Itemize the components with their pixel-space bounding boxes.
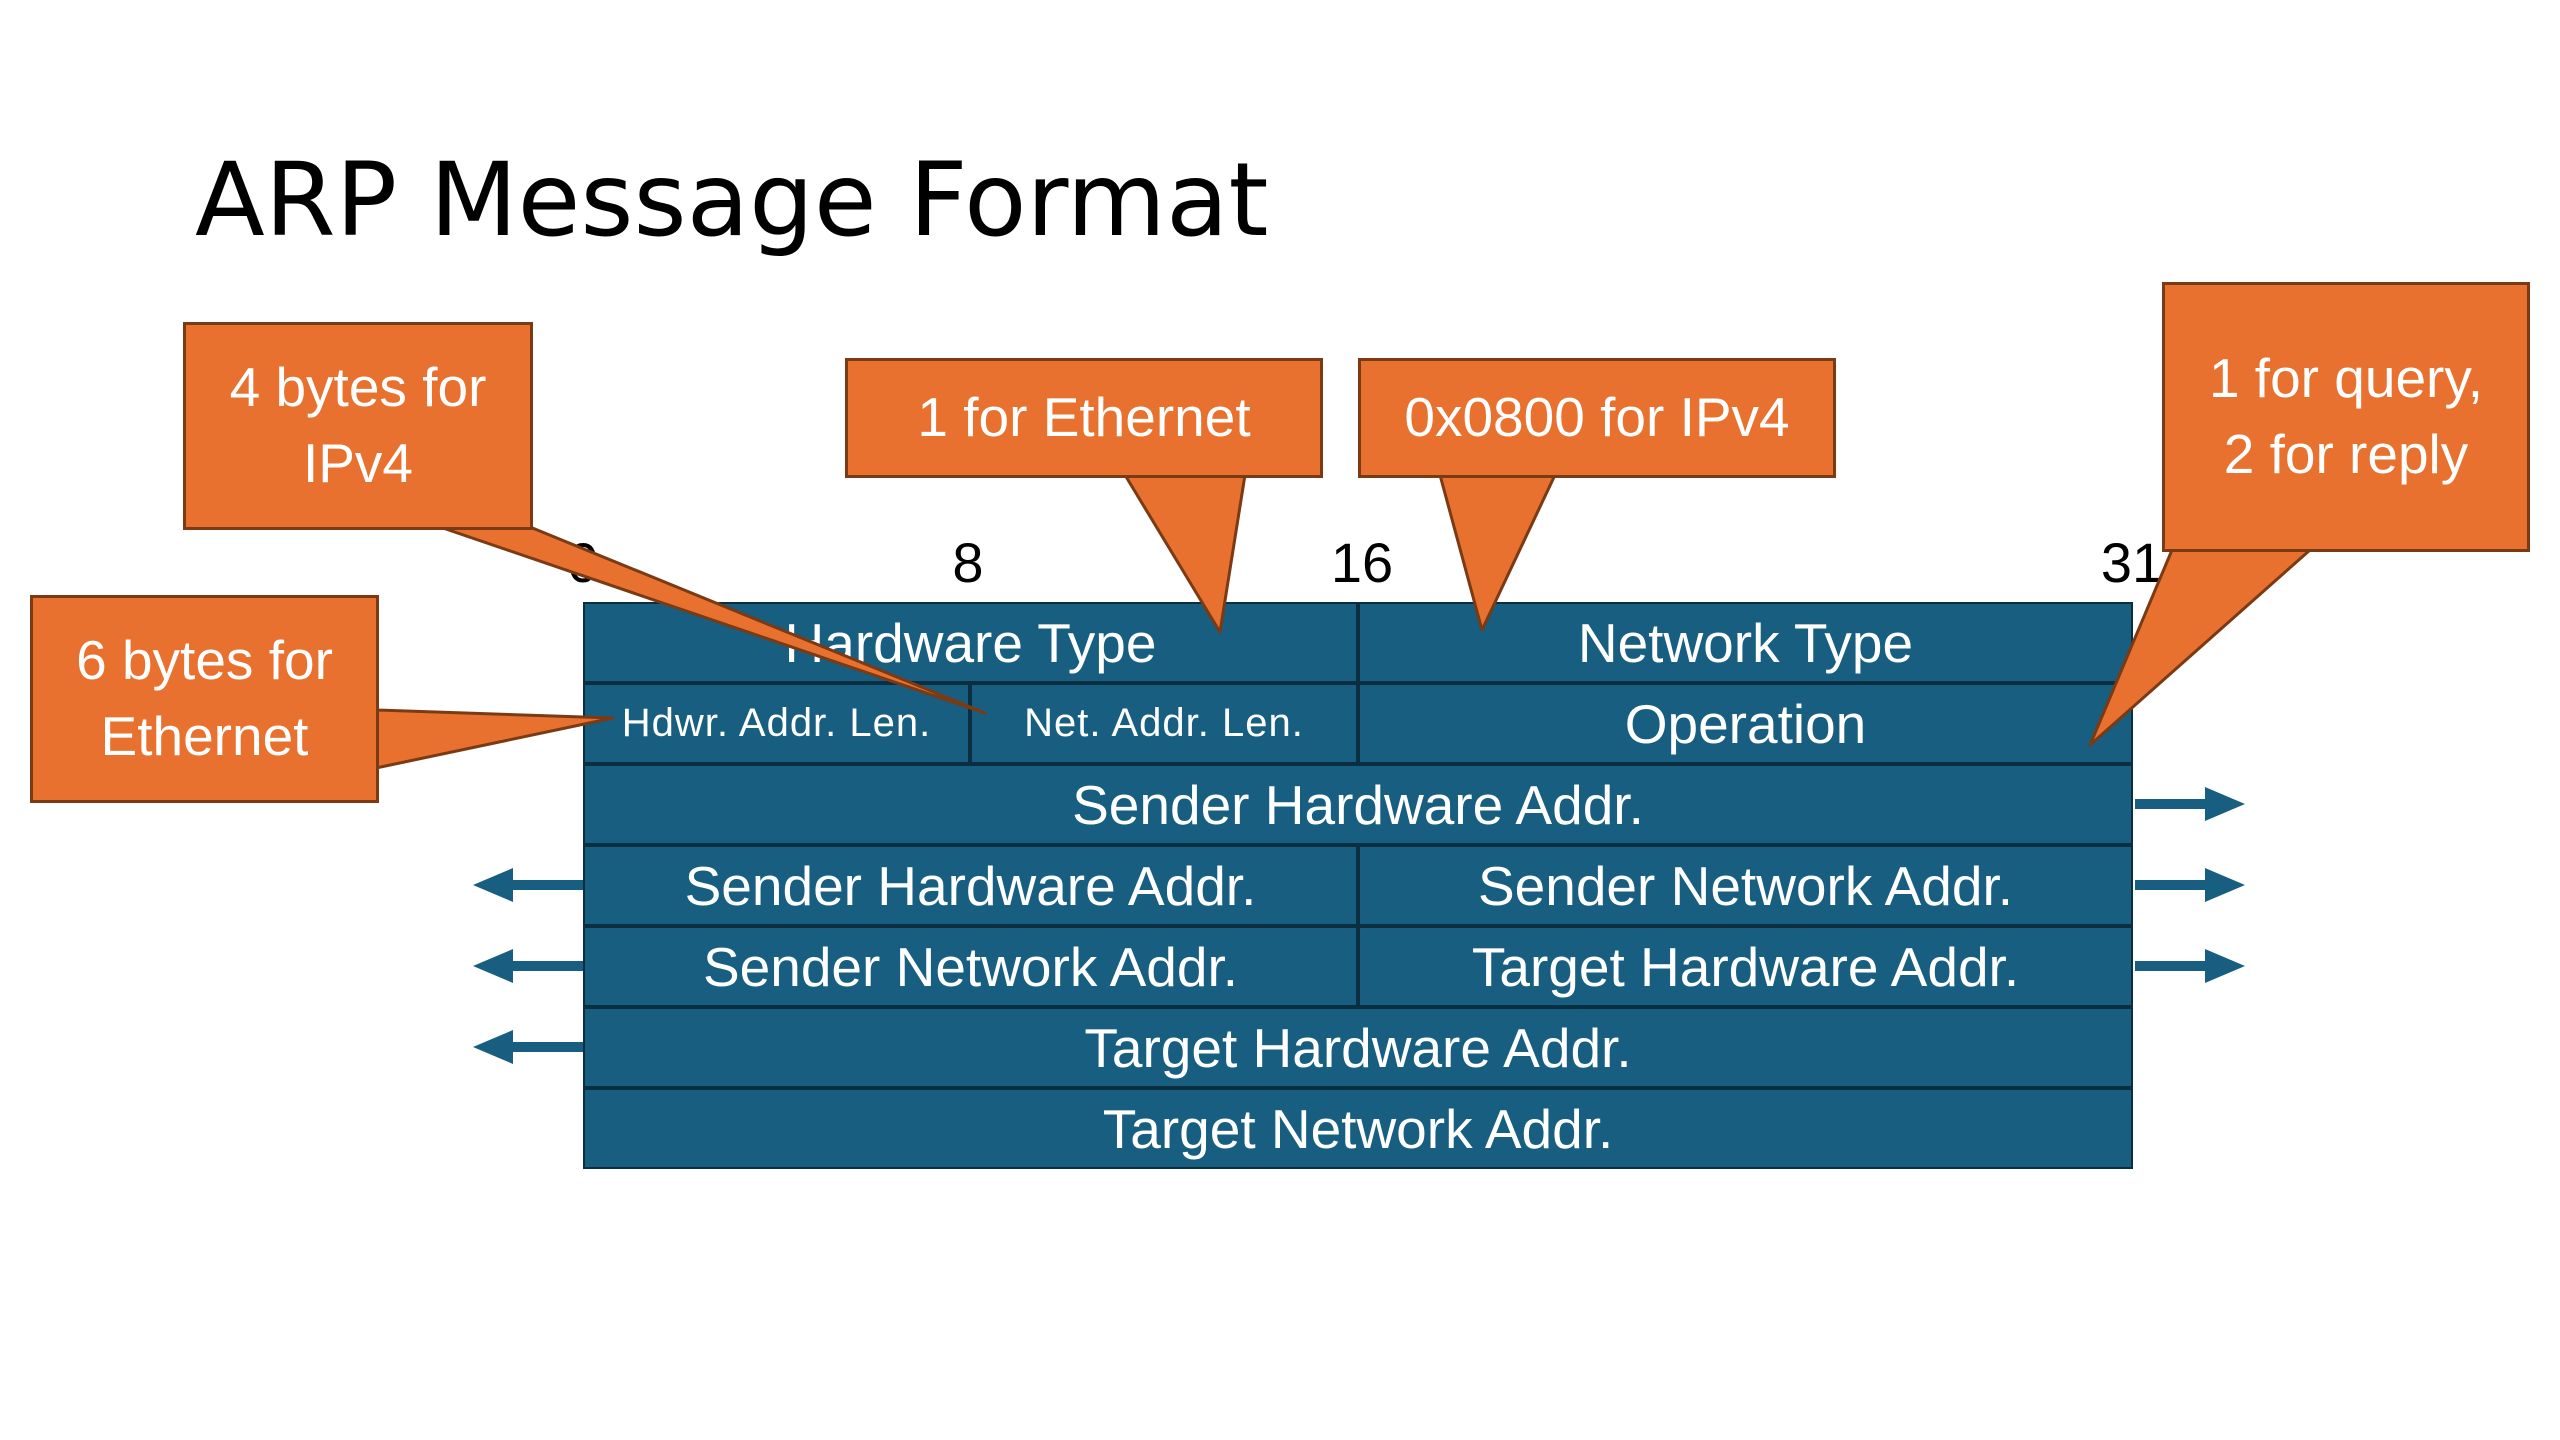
callout-ethernet-type: 1 for Ethernet bbox=[845, 358, 1323, 478]
field-target-network-addr: Target Network Addr. bbox=[583, 1088, 2133, 1169]
right-arrow-icon bbox=[2135, 949, 2245, 983]
pointer-ipv4-type bbox=[1438, 473, 1557, 632]
field-target-hardware-addr-row1: Target Hardware Addr. bbox=[1358, 926, 2133, 1007]
pointer-operation bbox=[2088, 548, 2312, 747]
callout-ipv4-type: 0x0800 for IPv4 bbox=[1358, 358, 1836, 478]
field-sender-hardware-addr-row1: Sender Hardware Addr. bbox=[583, 764, 2133, 845]
bit-marker-8: 8 bbox=[952, 531, 984, 594]
page-title: ARP Message Format bbox=[195, 141, 1269, 260]
field-operation: Operation bbox=[1358, 683, 2133, 764]
field-sender-network-addr-row2: Sender Network Addr. bbox=[583, 926, 1358, 1007]
right-arrow-icon bbox=[2135, 868, 2245, 902]
right-arrow-icon bbox=[2135, 787, 2245, 821]
bit-marker-31: 31 bbox=[2100, 531, 2164, 594]
continuation-arrows-right bbox=[2135, 787, 2245, 983]
callout-ethernet-len: 6 bytes for Ethernet bbox=[30, 595, 379, 803]
pointer-ipv4-len bbox=[438, 525, 987, 715]
bit-marker-16: 16 bbox=[1330, 531, 1394, 594]
field-network-type: Network Type bbox=[1358, 602, 2133, 683]
field-net-addr-len: Net. Addr. Len. bbox=[970, 683, 1358, 764]
left-arrow-icon bbox=[473, 1030, 583, 1064]
continuation-arrows-left bbox=[473, 868, 583, 1064]
field-target-hardware-addr-row2: Target Hardware Addr. bbox=[583, 1007, 2133, 1088]
field-hdwr-addr-len: Hdwr. Addr. Len. bbox=[583, 683, 970, 764]
callout-operation: 1 for query, 2 for reply bbox=[2162, 282, 2530, 552]
field-sender-network-addr-row1: Sender Network Addr. bbox=[1358, 845, 2133, 926]
left-arrow-icon bbox=[473, 949, 583, 983]
pointer-ethernet-len bbox=[374, 708, 615, 770]
callout-ipv4-len: 4 bytes for IPv4 bbox=[183, 322, 533, 530]
pointer-ethernet-type bbox=[1123, 473, 1247, 634]
left-arrow-icon bbox=[473, 868, 583, 902]
field-sender-hardware-addr-row2: Sender Hardware Addr. bbox=[583, 845, 1358, 926]
